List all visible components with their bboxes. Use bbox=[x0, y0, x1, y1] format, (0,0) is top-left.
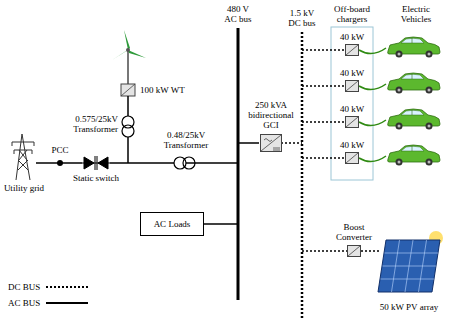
transformer-label: 0.575/25kV Transformer bbox=[62, 114, 118, 134]
charger-box: 40 kW bbox=[334, 68, 370, 92]
bus-label: 480 V AC bus bbox=[222, 4, 254, 24]
converter-symbol bbox=[346, 117, 358, 127]
charger-wires bbox=[302, 50, 345, 158]
dc-wire bbox=[302, 250, 347, 252]
node-text: Boost Converter bbox=[330, 222, 378, 242]
grid-label: Utility grid bbox=[0, 183, 48, 193]
dc-bus-legend: DC BUS bbox=[8, 282, 88, 292]
node-text: 40 kW bbox=[334, 140, 370, 150]
converter-box bbox=[347, 245, 361, 257]
group-label: Electric Vehicles bbox=[394, 4, 438, 24]
ac-wire bbox=[127, 96, 129, 116]
dc-wire bbox=[361, 250, 380, 252]
legend-text: DC BUS bbox=[8, 282, 46, 292]
node-text: Off-board chargers bbox=[328, 4, 376, 24]
load-box: AC Loads bbox=[140, 212, 204, 236]
node-text: 40 kW bbox=[334, 32, 370, 42]
wt-converter bbox=[121, 84, 135, 96]
transformer-label: 0.48/25kV Transformer bbox=[158, 130, 214, 150]
pv-array bbox=[378, 231, 443, 292]
dc-wire bbox=[281, 142, 302, 144]
ac-bus-legend: AC BUS bbox=[8, 298, 88, 308]
node-text: 250 kVA bidirectional GCI bbox=[245, 100, 297, 130]
converter-symbol bbox=[348, 246, 360, 256]
ac-line bbox=[36, 162, 238, 164]
charger-box: 40 kW bbox=[334, 140, 370, 164]
converter-box bbox=[345, 44, 359, 56]
transformer-symbol bbox=[122, 116, 134, 137]
charger-group: Off-board chargers 40 kW 40 kW 40 kW 40 kW bbox=[328, 4, 376, 182]
legend-text: AC BUS bbox=[8, 298, 46, 308]
legend-sample bbox=[46, 300, 88, 306]
ac-wire bbox=[238, 142, 259, 144]
converter-box: Boost Converter bbox=[330, 222, 378, 257]
charger-box: 40 kW bbox=[334, 104, 370, 128]
dc-bus bbox=[301, 32, 304, 318]
node-text: 40 kW bbox=[334, 104, 370, 114]
wind-turbine bbox=[112, 30, 146, 84]
ac-bus bbox=[237, 28, 240, 300]
converter-symbol bbox=[346, 81, 358, 91]
pcc-dot bbox=[57, 160, 63, 166]
legend-sample bbox=[46, 284, 88, 290]
ac-wire bbox=[127, 137, 129, 163]
electric-vehicles bbox=[388, 37, 440, 166]
converter-symbol bbox=[346, 153, 358, 163]
converter-symbol bbox=[346, 45, 358, 55]
converter-symbol bbox=[261, 135, 281, 151]
converter-box bbox=[260, 134, 282, 152]
switch-label: Static switch bbox=[68, 173, 124, 183]
charger-frame bbox=[331, 27, 373, 180]
utility-tower bbox=[12, 134, 34, 180]
ac-wire bbox=[204, 223, 238, 225]
converter-box bbox=[345, 152, 359, 164]
node-text: 40 kW bbox=[334, 68, 370, 78]
charger-box: 40 kW bbox=[334, 32, 370, 56]
bus-label: 1.5 kV DC bus bbox=[286, 8, 318, 28]
pcc-label: PCC bbox=[49, 145, 71, 155]
converter-box bbox=[345, 80, 359, 92]
node-text: AC Loads bbox=[154, 219, 191, 229]
pv-label: 50 kW PV array bbox=[372, 302, 446, 312]
transformer-symbol bbox=[174, 157, 195, 169]
source-label: 100 kW WT bbox=[140, 85, 190, 95]
static-switch bbox=[82, 155, 110, 171]
converter-box bbox=[345, 116, 359, 128]
inverter-box: 250 kVA bidirectional GCI bbox=[245, 100, 297, 152]
